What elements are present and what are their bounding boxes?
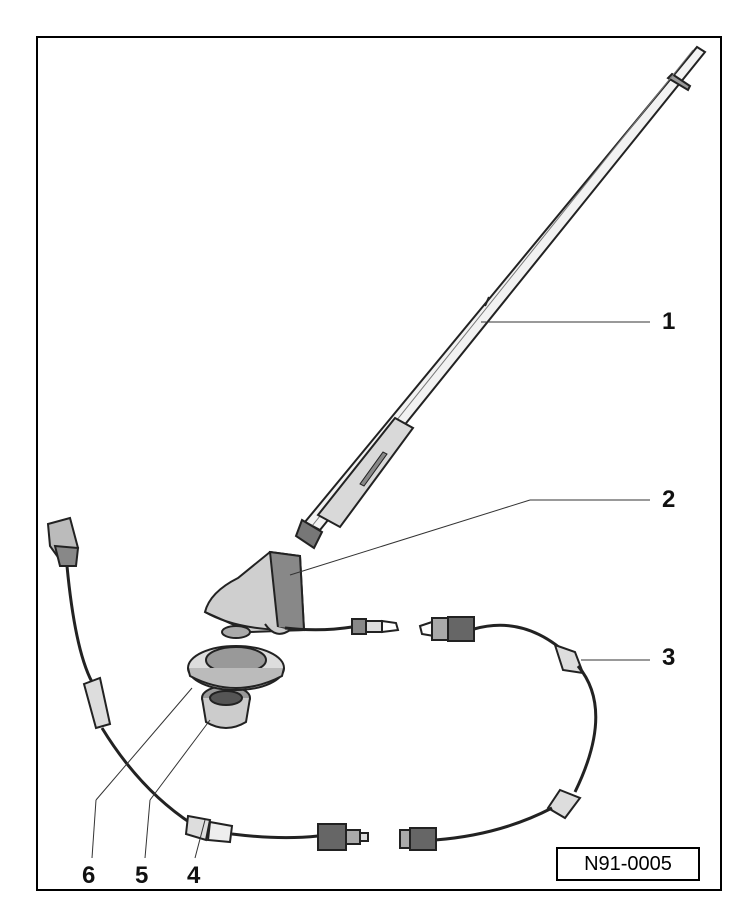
callout-1: 1	[662, 308, 676, 335]
antenna-base	[203, 550, 306, 639]
leader-lines	[91, 321, 650, 859]
base-cable	[284, 618, 400, 635]
figure-code-label: N91-0005	[556, 847, 700, 881]
callout-5: 5	[135, 862, 149, 889]
callout-3: 3	[662, 644, 676, 671]
main-cable	[399, 616, 598, 851]
clamping-nut	[201, 685, 251, 729]
seal-gasket	[187, 645, 285, 691]
callout-2: 2	[662, 486, 676, 513]
antenna-rod	[294, 45, 707, 550]
callout-4: 4	[187, 862, 201, 889]
callout-6: 6	[82, 862, 96, 889]
